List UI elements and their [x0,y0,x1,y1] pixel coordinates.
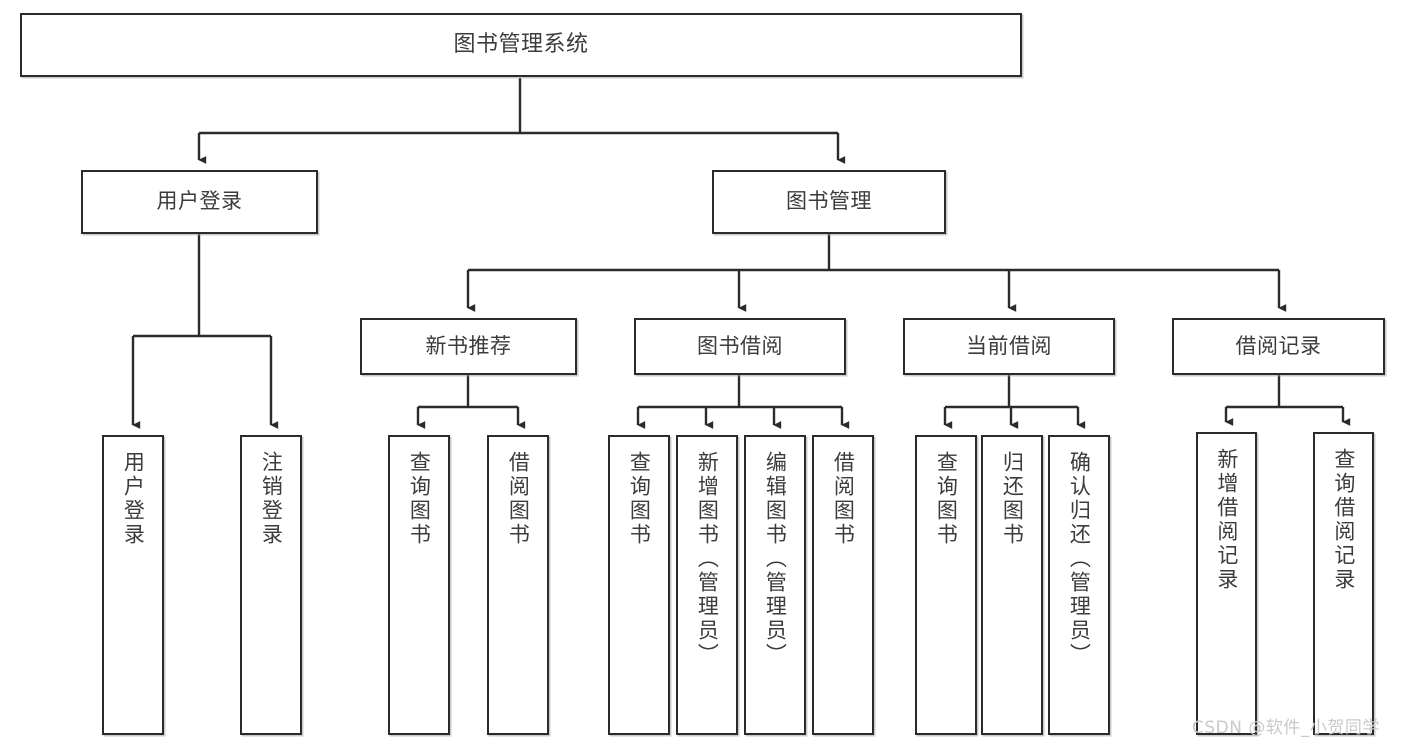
node-root-system[interactable]: 图书管理系统 [20,13,1022,77]
leaf-record-query-record[interactable]: 查询借阅记录 [1313,432,1374,735]
node-label: 确认归还（管理员） [1067,451,1092,667]
leaf-current-query-book[interactable]: 查询图书 [915,435,977,735]
node-book-borrow[interactable]: 图书借阅 [634,318,846,375]
node-label: 查询借阅记录 [1331,448,1356,592]
node-label: 用户登录 [121,451,146,547]
node-label: 查询图书 [627,451,652,547]
node-label: 借阅图书 [506,451,531,547]
node-label: 图书借阅 [697,333,783,358]
leaf-borrow-query-book[interactable]: 查询图书 [608,435,670,735]
node-current-borrow[interactable]: 当前借阅 [903,318,1115,375]
node-user-login[interactable]: 用户登录 [81,170,318,234]
node-label: 图书管理 [786,189,872,214]
node-label: 图书管理系统 [453,31,589,57]
leaf-current-confirm-return-admin[interactable]: 确认归还（管理员） [1048,435,1110,735]
leaf-user-login-signout[interactable]: 注销登录 [240,435,302,735]
node-label: 新书推荐 [425,333,512,358]
node-label: 新增借阅记录 [1214,448,1239,592]
node-label: 用户登录 [156,189,243,214]
leaf-borrow-edit-book-admin[interactable]: 编辑图书（管理员） [744,435,806,735]
node-label: 注销登录 [259,451,284,547]
node-new-book-recommend[interactable]: 新书推荐 [360,318,577,375]
leaf-borrow-borrow-book[interactable]: 借阅图书 [812,435,874,735]
node-label: 查询图书 [934,451,959,547]
node-label: 查询图书 [407,451,432,547]
leaf-current-return-book[interactable]: 归还图书 [981,435,1043,735]
csdn-watermark: CSDN @软件_小贺同学 [1192,718,1380,738]
node-label: 新增图书（管理员） [695,451,720,667]
node-label: 归还图书 [1000,451,1025,547]
node-label: 借阅图书 [831,451,856,547]
node-label: 当前借阅 [966,333,1052,358]
node-borrow-record[interactable]: 借阅记录 [1172,318,1385,375]
node-label: 编辑图书（管理员） [763,451,788,667]
leaf-recommend-borrow-book[interactable]: 借阅图书 [487,435,549,735]
leaf-borrow-add-book-admin[interactable]: 新增图书（管理员） [676,435,738,735]
node-label: 借阅记录 [1235,333,1322,358]
leaf-record-add-record[interactable]: 新增借阅记录 [1196,432,1257,735]
node-book-management[interactable]: 图书管理 [712,170,946,234]
leaf-recommend-query-book[interactable]: 查询图书 [388,435,450,735]
leaf-user-login-signin[interactable]: 用户登录 [102,435,164,735]
